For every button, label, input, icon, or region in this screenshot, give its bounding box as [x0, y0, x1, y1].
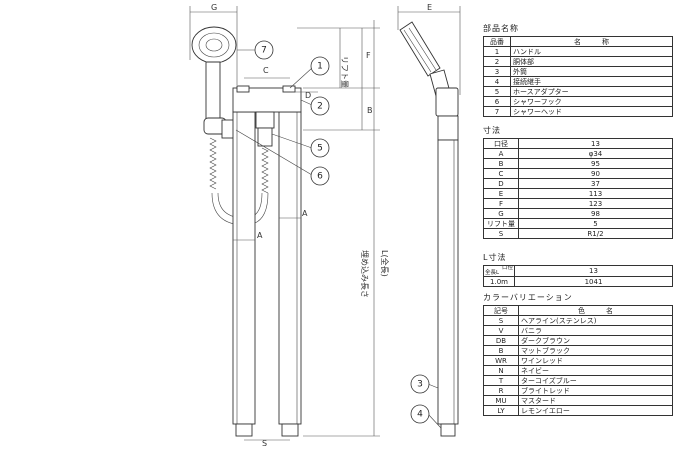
bubble-1: 1 — [310, 56, 330, 76]
l-dim-title: L寸法 — [483, 253, 507, 262]
dim-l-label: L(全長) — [380, 250, 390, 277]
l-dim-header: 13 — [514, 265, 673, 277]
dim-g-label: G — [211, 3, 217, 12]
svg-text:3: 3 — [417, 380, 423, 390]
table-row: 1.0m 1041 — [483, 276, 673, 287]
bubble-7: 7 — [254, 40, 274, 60]
dim-e-label: E — [427, 3, 432, 12]
colors-title: カラーバリエーション — [483, 293, 573, 302]
shower-handle — [205, 61, 221, 121]
shower-head — [191, 26, 237, 64]
l-dim-corner: 口径 全長L — [483, 265, 515, 277]
dim-b-label: B — [367, 106, 373, 115]
side-fitting — [440, 423, 456, 437]
dim-insert-label: 埋め込み長さ — [360, 250, 370, 298]
hose-right — [261, 147, 269, 194]
bubble-5: 5 — [310, 138, 330, 158]
svg-text:2: 2 — [317, 102, 323, 112]
outer-pipe-right — [278, 111, 302, 425]
colors-header-name: 色 名 — [518, 305, 673, 316]
colors-header-code: 記号 — [483, 305, 519, 316]
svg-text:5: 5 — [317, 144, 323, 154]
outer-pipe-left — [232, 111, 256, 425]
fitting-left — [235, 423, 253, 437]
dim-d-label: D — [305, 91, 311, 100]
parts-header-name: 名 称 — [510, 36, 673, 47]
dim-c-label: C — [263, 66, 269, 75]
handle-part — [282, 85, 296, 93]
dim-a-label-1: A — [257, 231, 263, 240]
side-shower-head — [399, 21, 441, 77]
bubble-3: 3 — [410, 374, 430, 394]
dims-title: 寸法 — [483, 126, 501, 135]
bubble-2: 2 — [310, 96, 330, 116]
side-outer-pipe — [437, 139, 459, 425]
l-dim-table: 口径 全長L 13 1.0m 1041 — [483, 265, 673, 287]
hose-adapter — [255, 111, 275, 129]
hose-left — [209, 137, 217, 190]
svg-text:6: 6 — [317, 172, 323, 182]
bubble-6: 6 — [310, 166, 330, 186]
l-dim-panel: L寸法 口径 全長L 13 1.0m 1041 — [483, 252, 673, 287]
bubble-4: 4 — [410, 404, 430, 424]
dim-lift-label: リフト量 — [340, 56, 349, 88]
parts-title: 部品名称 — [483, 24, 519, 33]
dim-s-label: S — [262, 439, 267, 448]
svg-text:7: 7 — [261, 46, 267, 56]
dim-f-label: F — [366, 51, 371, 60]
parts-header-no: 品番 — [483, 36, 511, 47]
svg-text:4: 4 — [417, 410, 423, 420]
svg-text:1: 1 — [317, 62, 323, 72]
dim-a-label-2: A — [302, 209, 308, 218]
fitting-right — [281, 423, 299, 437]
